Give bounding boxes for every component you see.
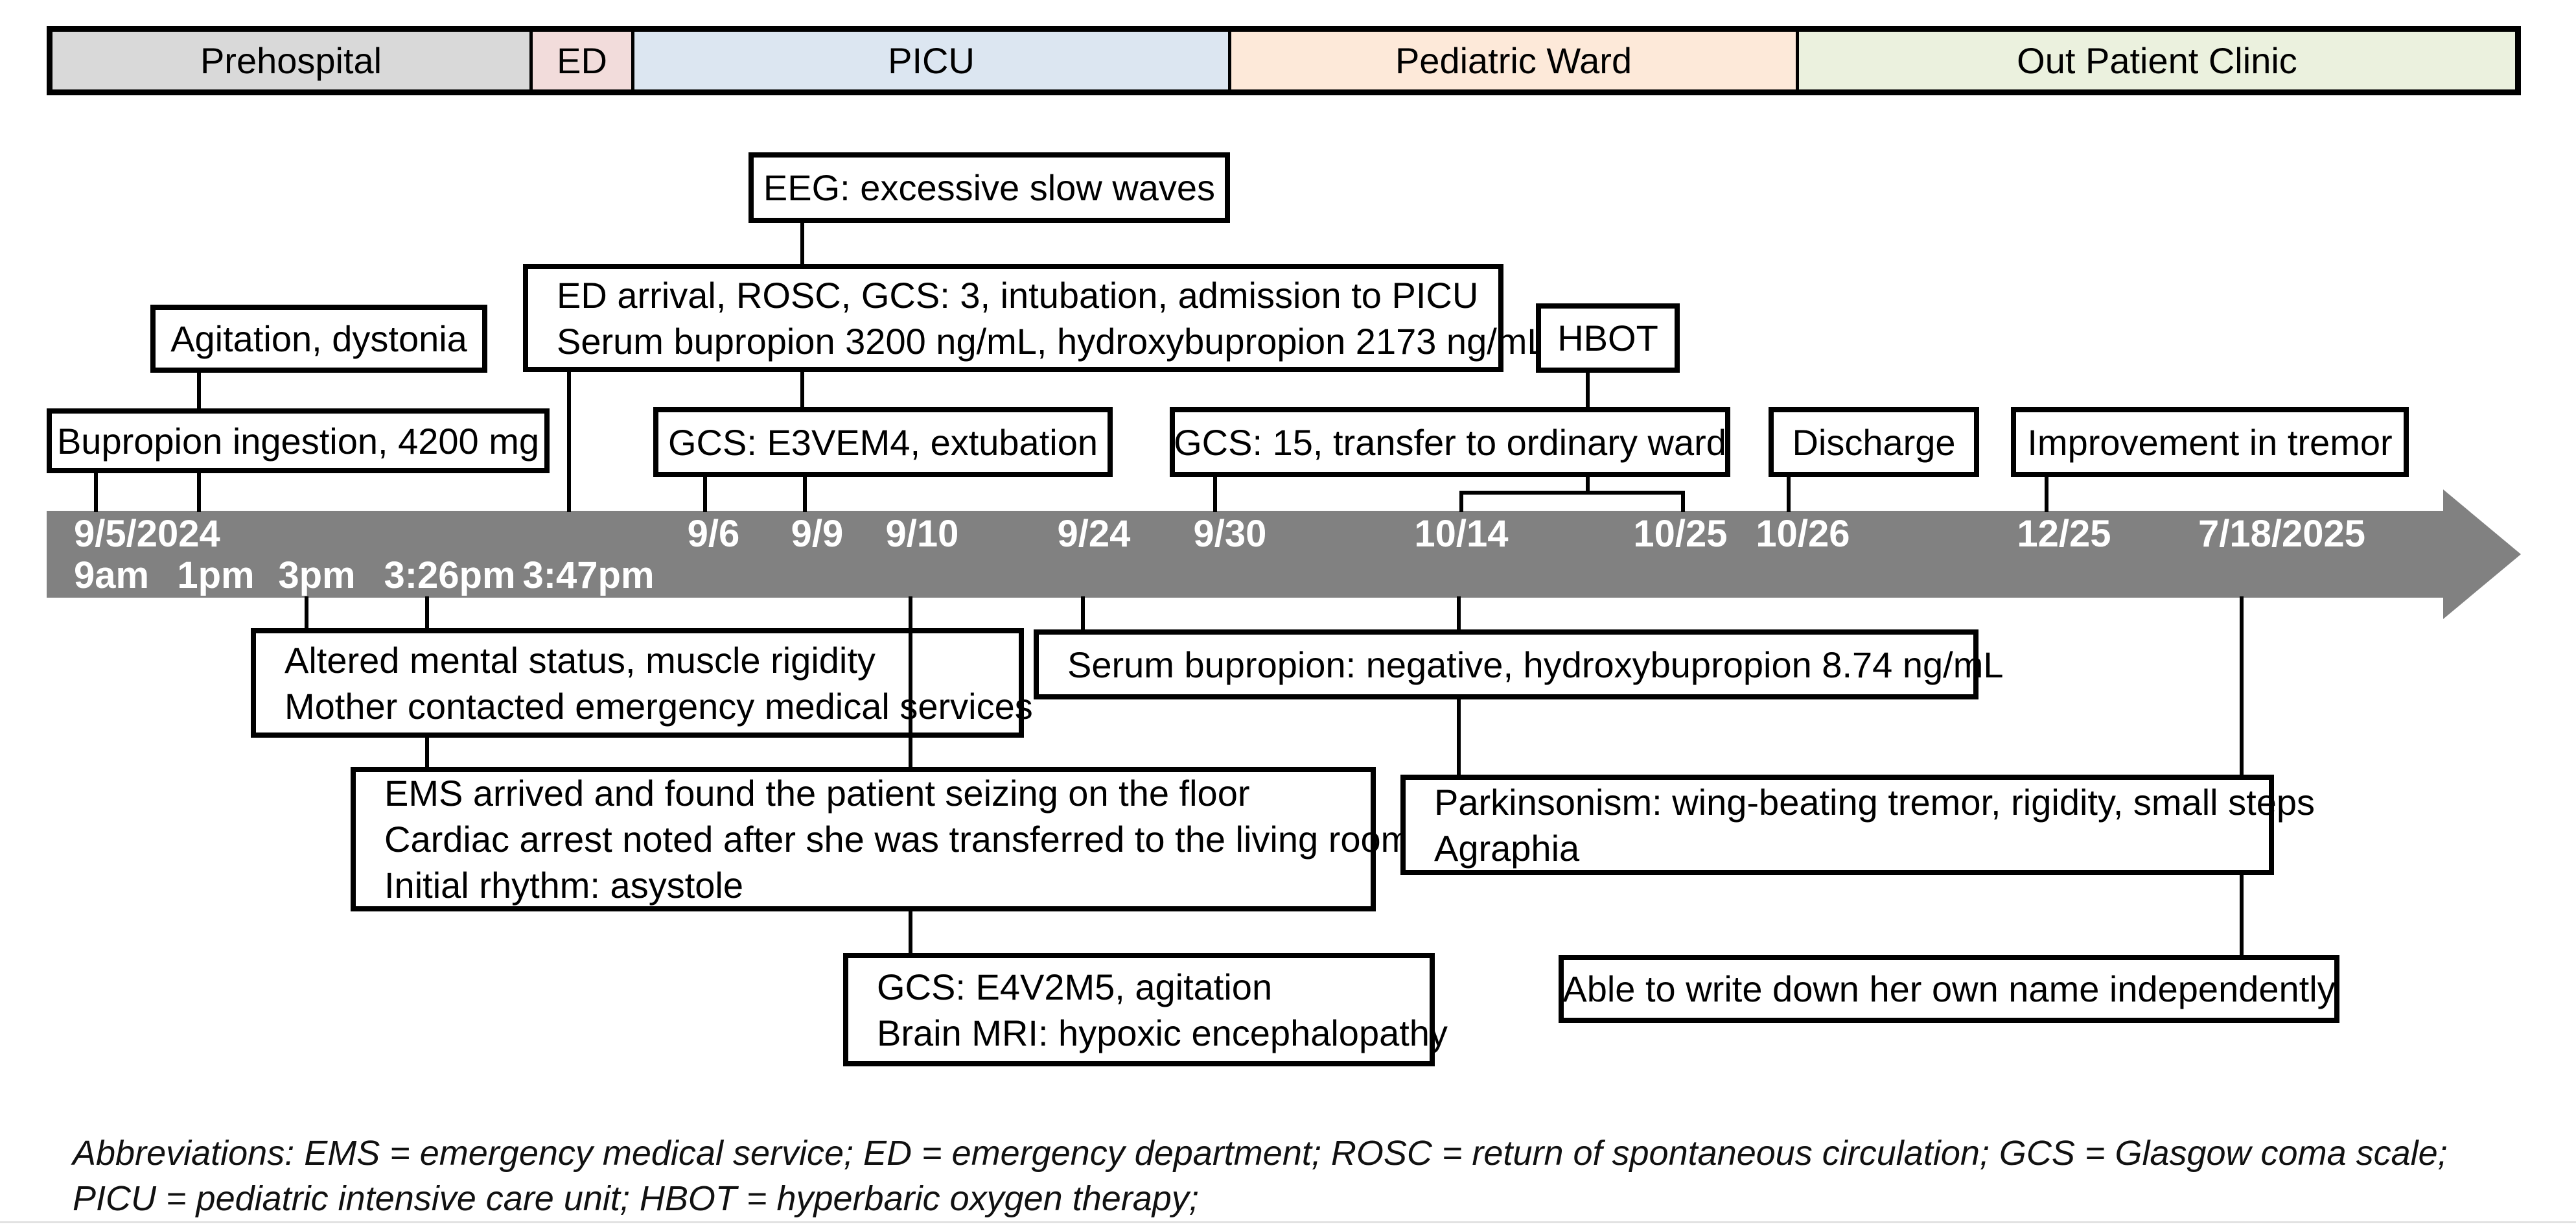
connector-3pm-to-altered: [305, 596, 308, 628]
event-text: Agitation, dystonia: [170, 318, 467, 359]
date-10-14: 10/14: [1414, 513, 1509, 555]
event-box-hbot: HBOT: [1536, 303, 1680, 373]
phase-label: ED: [557, 40, 607, 81]
phase-label: Prehospital: [200, 40, 382, 81]
connector-improvement-to-12-25: [2045, 477, 2048, 512]
event-text: Bupropion ingestion, 4200 mg: [56, 420, 540, 462]
phase-picu: PICU: [631, 32, 1229, 89]
connector-ed-to-347pm: [567, 372, 571, 512]
date-9-6: 9/6: [687, 513, 740, 555]
connector-gcs15-to-bracket: [1586, 477, 1590, 494]
event-text-line2: Brain MRI: hypoxic encephalopathy: [877, 1012, 1448, 1053]
connector-serum-to-parkinsonism: [1457, 699, 1461, 775]
date-12-25: 12/25: [2017, 513, 2111, 555]
event-text-line1: Altered mental status, muscle rigidity: [284, 639, 876, 681]
event-text-line1: ED arrival, ROSC, GCS: 3, intubation, ad…: [557, 274, 1479, 316]
connector-agitation-to-ingestion: [197, 373, 201, 408]
date-9-9: 9/9: [791, 513, 844, 555]
event-box-ems-arrival: EMS arrived and found the patient seizin…: [351, 767, 1411, 911]
connector-altered-to-ems: [425, 738, 429, 767]
abbreviations-line2: PICU = pediatric intensive care unit; HB…: [73, 1179, 1199, 1218]
connector-hbot-to-gcs15: [1586, 373, 1590, 410]
phase-prehospital: Prehospital: [52, 32, 530, 89]
connector-eeg-to-ed: [800, 223, 804, 264]
phase-label: Pediatric Ward: [1395, 40, 1632, 81]
event-box-gcs-15-transfer: GCS: 15, transfer to ordinary ward: [1170, 407, 1730, 477]
event-box-gcs-e3vem4: GCS: E3VEM4, extubation: [653, 407, 1113, 477]
event-text: Improvement in tremor: [2027, 421, 2393, 463]
event-box-agitation-dystonia: Agitation, dystonia: [150, 305, 487, 373]
event-box-able-to-write: Able to write down her own name independ…: [1559, 955, 2339, 1023]
phase-pediatric-ward: Pediatric Ward: [1228, 32, 1796, 89]
event-box-discharge: Discharge: [1769, 407, 1979, 477]
timeline-arrowhead-icon: [2443, 489, 2521, 619]
phase-header-bar: Prehospital ED PICU Pediatric Ward Out P…: [47, 26, 2521, 95]
date-9-5-2024: 9/5/2024: [74, 513, 220, 555]
event-box-improvement-tremor: Improvement in tremor: [2011, 407, 2409, 477]
event-text-line2: Cardiac arrest noted after she was trans…: [384, 819, 1411, 860]
event-box-ed-arrival: ED arrival, ROSC, GCS: 3, intubation, ad…: [523, 264, 1548, 372]
timeline-bar: [47, 511, 2444, 598]
event-text-line2: Agraphia: [1434, 827, 1580, 869]
connector-ingestion-to-9am: [94, 473, 98, 512]
time-3-47pm: 3:47pm: [522, 554, 655, 596]
event-text-line2: Serum bupropion 3200 ng/mL, hydroxybupro…: [557, 320, 1548, 362]
event-box-bupropion-ingestion: Bupropion ingestion, 4200 mg: [47, 408, 550, 473]
connector-gcs-e3vem4-to-9-9: [803, 477, 807, 512]
connector-discharge-to-10-26: [1787, 477, 1791, 512]
event-box-parkinsonism: Parkinsonism: wing-beating tremor, rigid…: [1400, 775, 2315, 875]
event-box-altered-mental-status: Altered mental status, muscle rigidity M…: [251, 628, 1033, 738]
event-text-line1: Parkinsonism: wing-beating tremor, rigid…: [1434, 781, 2315, 823]
connector-326pm-to-altered: [425, 596, 429, 628]
event-text: Discharge: [1792, 421, 1956, 463]
event-text: GCS: 15, transfer to ordinary ward: [1174, 421, 1726, 463]
date-9-24: 9/24: [1057, 513, 1131, 555]
event-text: EEG: excessive slow waves: [763, 167, 1216, 208]
date-9-30: 9/30: [1193, 513, 1267, 555]
time-9am: 9am: [74, 554, 150, 596]
connector-9-10-to-ems: [909, 596, 912, 767]
date-10-26: 10/26: [1756, 513, 1850, 555]
event-text: GCS: E3VEM4, extubation: [667, 421, 1098, 463]
connector-gcs-e3vem4-to-9-6: [703, 477, 707, 512]
event-text: Serum bupropion: negative, hydroxybuprop…: [1067, 644, 2004, 685]
connector-ingestion-to-1pm: [197, 473, 201, 512]
phase-ed: ED: [529, 32, 631, 89]
bracket-hbot-period: [1459, 491, 1685, 495]
abbreviations-line1: Abbreviations: EMS = emergency medical s…: [73, 1134, 2448, 1173]
event-text: Able to write down her own name independ…: [1562, 968, 2336, 1009]
bracket-right-10-25: [1681, 491, 1685, 512]
event-box-eeg: EEG: excessive slow waves: [748, 152, 1230, 223]
bracket-left-10-14: [1459, 491, 1463, 512]
event-text-line3: Initial rhythm: asystole: [384, 865, 743, 906]
time-3-26pm: 3:26pm: [384, 554, 516, 596]
event-text-line2: Mother contacted emergency medical servi…: [284, 685, 1033, 727]
event-box-gcs-e4v2m5: GCS: E4V2M5, agitation Brain MRI: hypoxi…: [843, 953, 1448, 1066]
phase-label: PICU: [888, 40, 975, 81]
event-box-serum-negative: Serum bupropion: negative, hydroxybuprop…: [1034, 629, 2004, 699]
event-text-line1: GCS: E4V2M5, agitation: [877, 966, 1273, 1007]
bottom-rule: [0, 1221, 2576, 1223]
date-7-18-2025: 7/18/2025: [2198, 513, 2366, 555]
phase-outpatient-clinic: Out Patient Clinic: [1795, 32, 2515, 89]
connector-9-24-to-serum: [1081, 596, 1085, 629]
time-3pm: 3pm: [278, 554, 356, 596]
phase-label: Out Patient Clinic: [2017, 40, 2297, 81]
event-text-line1: EMS arrived and found the patient seizin…: [384, 773, 1250, 814]
time-1pm: 1pm: [177, 554, 255, 596]
connector-gcs15-to-9-30: [1213, 477, 1217, 512]
connector-10-14-to-serum: [1457, 596, 1461, 629]
connector-ems-to-gcs-e4v2m5: [909, 911, 912, 953]
connector-ed-to-gcs-e3vem4: [800, 372, 804, 407]
event-text: HBOT: [1557, 318, 1658, 358]
date-9-10: 9/10: [885, 513, 959, 555]
date-10-25: 10/25: [1633, 513, 1728, 555]
